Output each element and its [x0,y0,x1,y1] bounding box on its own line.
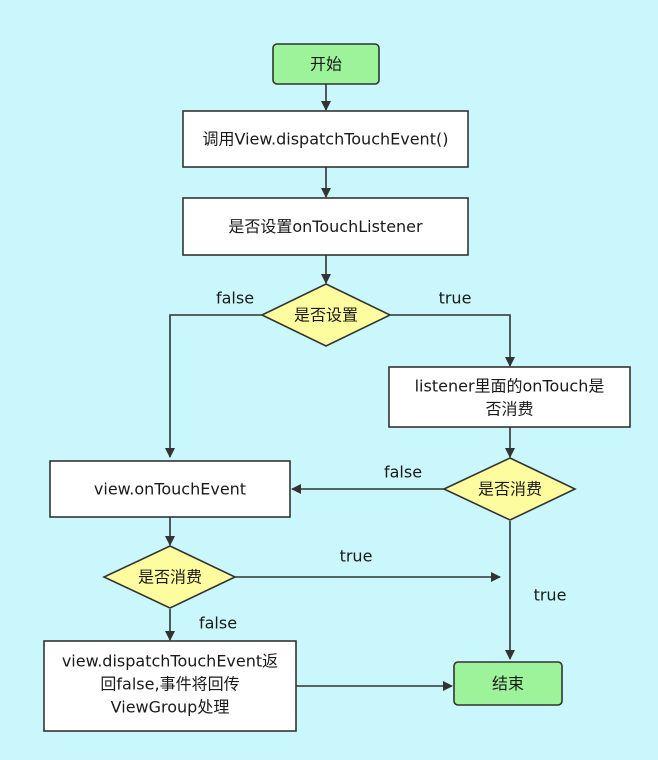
consumed-view-label: 是否消费 [138,568,202,587]
return-false-label-line1: view.dispatchTouchEvent返 [62,652,278,671]
return-false-label-line2: 回false,事件将回传 [100,675,239,694]
label-listener-true: true [534,586,567,605]
consumed-listener-decision: 是否消费 [442,457,577,521]
label-view-false: false [199,614,237,633]
return-false-node: view.dispatchTouchEvent返 回false,事件将回传 Vi… [43,640,297,732]
end-node: 结束 [453,661,563,706]
check-listener-node: 是否设置onTouchListener [182,197,469,256]
edge-set-false [165,314,262,458]
label-set-true: true [439,289,472,308]
listener-ontouch-node: listener里面的onTouch是 否消费 [388,366,631,428]
label-listener-false: false [384,463,422,482]
call-dispatch-label: 调用View.dispatchTouchEvent() [203,130,449,149]
start-node: 开始 [272,43,380,85]
listener-ontouch-label-line1: listener里面的onTouch是 [415,377,605,396]
view-ontouchevent-label: view.onTouchEvent [94,480,246,499]
consumed-listener-label: 是否消费 [478,480,542,499]
listener-ontouch-label-line2: 否消费 [485,400,533,419]
is-set-label: 是否设置 [294,306,358,325]
end-label: 结束 [492,674,524,693]
is-set-decision: 是否设置 [260,283,392,347]
consumed-view-decision: 是否消费 [102,545,237,609]
edge-set-true [390,314,515,367]
label-set-false: false [216,289,254,308]
call-dispatch-node: 调用View.dispatchTouchEvent() [182,110,469,168]
connectors [165,84,515,691]
label-view-true: true [340,547,373,566]
view-ontouchevent-node: view.onTouchEvent [49,460,291,518]
start-label: 开始 [310,55,342,74]
check-listener-label: 是否设置onTouchListener [228,217,423,236]
return-false-label-line3: ViewGroup处理 [111,698,230,717]
